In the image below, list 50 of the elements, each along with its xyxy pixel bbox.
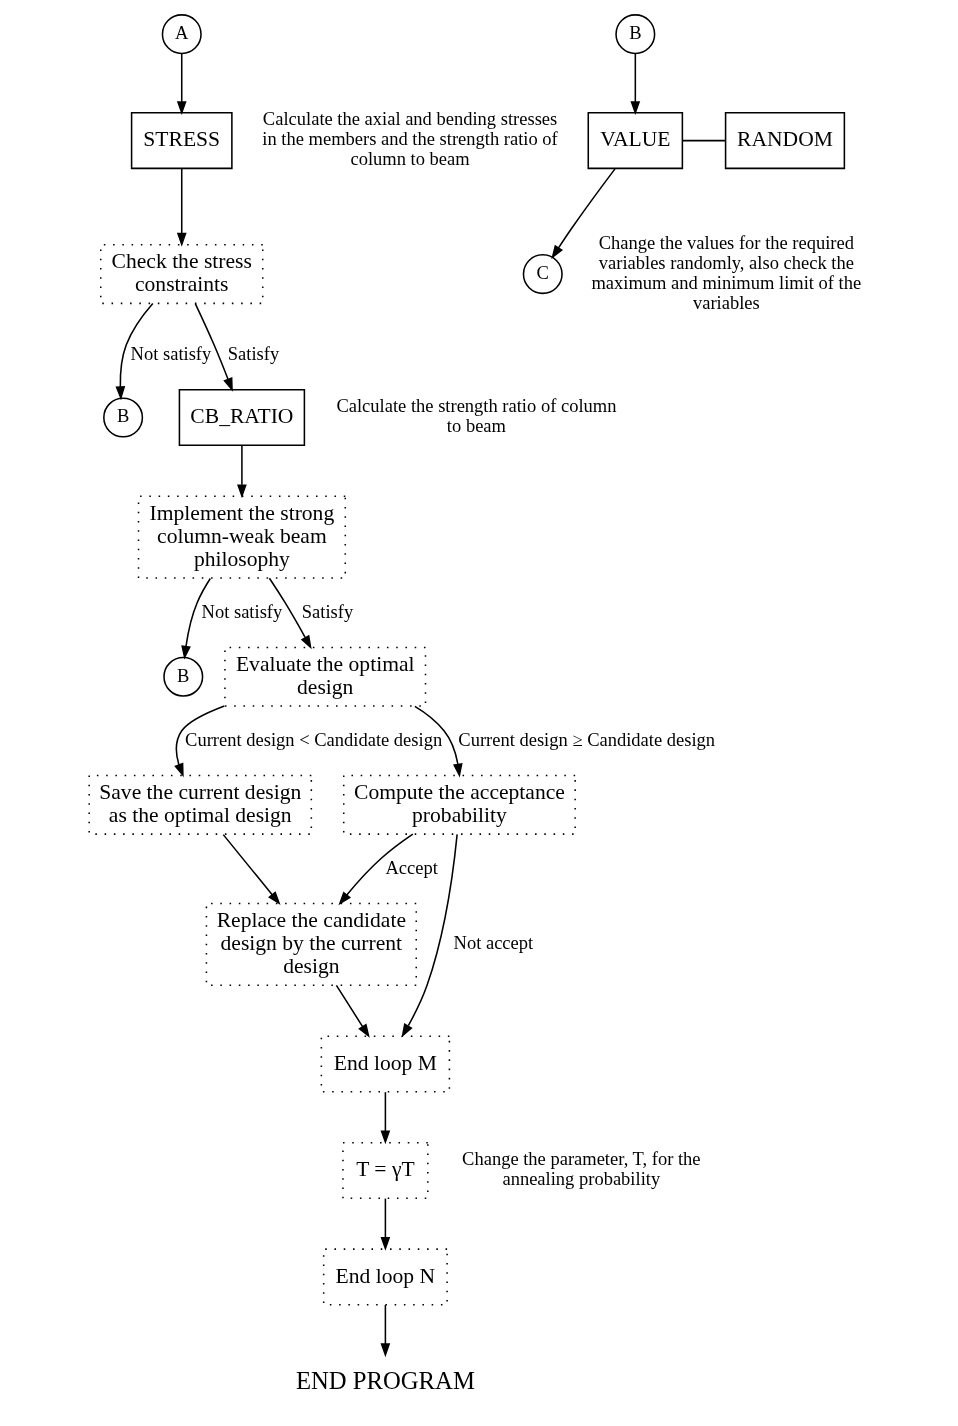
node-box: Compute the acceptance probability: [342, 774, 576, 835]
edge-label: Not accept: [453, 933, 533, 954]
arrow: [337, 833, 414, 906]
arrow: [114, 302, 154, 401]
arrow: [413, 705, 463, 778]
arrow: [180, 577, 211, 660]
arrow: [380, 1304, 390, 1358]
arrow: [400, 833, 458, 1038]
node-box: Check the stress constraints: [99, 244, 263, 305]
node-circle: B: [162, 656, 203, 697]
edge-label: Satisfy: [227, 343, 279, 364]
connector: [681, 139, 726, 142]
node-box: CB_RATIO: [178, 389, 305, 447]
arrow: [222, 833, 281, 906]
edge-label: Accept: [384, 857, 438, 878]
node-label: Calculate the axial and bending stresses in the members and the strength ratio of column to beam: [261, 109, 558, 170]
edge-label: Not satisfy: [201, 601, 282, 622]
arrow: [629, 52, 640, 116]
arrow: [380, 1197, 390, 1251]
arrow: [380, 1091, 390, 1145]
node-box: Implement the strong column-weak beam philosophy: [137, 495, 346, 579]
node-circle: C: [522, 254, 563, 295]
arrow: [550, 168, 616, 260]
node-box: VALUE: [587, 112, 683, 170]
node-box: T = γT: [341, 1141, 429, 1199]
node-label: Calculate the strength ratio of column to beam: [335, 396, 616, 437]
node-text: END PROGRAM: [295, 1367, 475, 1395]
arrow: [236, 444, 247, 499]
node-box: Evaluate the optimal design: [223, 646, 426, 707]
arrow: [176, 167, 187, 247]
arrow: [335, 984, 370, 1038]
node-box: Save the current design as the optimal design: [87, 774, 312, 835]
node-box: End loop M: [320, 1035, 450, 1093]
arrow: [194, 303, 233, 392]
edge-label: Current design < Candidate design: [184, 729, 442, 750]
node-circle: B: [614, 14, 655, 55]
edge-label: Current design ≥ Candidate design: [457, 729, 715, 750]
arrow: [176, 52, 187, 116]
edge-label: Satisfy: [301, 601, 353, 622]
edge-label: Not satisfy: [130, 343, 211, 364]
node-box: End loop N: [322, 1248, 448, 1306]
node-box: STRESS: [130, 112, 233, 170]
arrow: [173, 705, 225, 778]
node-label: Change the parameter, T, for the annealing probability: [461, 1149, 701, 1190]
arrow: [268, 577, 312, 650]
label: Change the values for the required variables randomly, also check the maximum and minimum limit of the variables: [590, 232, 861, 313]
node-circle: B: [102, 397, 143, 438]
node-box: Replace the candidate design by the current design: [205, 902, 417, 987]
node-box: RANDOM: [724, 112, 845, 170]
node-circle: A: [161, 14, 202, 55]
